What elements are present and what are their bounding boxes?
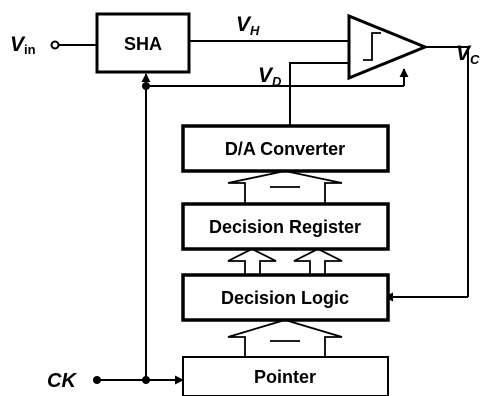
- register-label: Decision Register: [209, 217, 361, 237]
- logic-label: Decision Logic: [221, 288, 349, 308]
- vc-label: VC: [456, 42, 480, 67]
- vh-label: VH: [236, 13, 260, 38]
- dac-label: D/A Converter: [225, 139, 345, 159]
- vd-wire: [289, 62, 349, 126]
- sha-label: SHA: [124, 34, 162, 54]
- sha-block: [95, 12, 191, 74]
- vin-terminal: [50, 40, 60, 50]
- ck-label: CK: [47, 370, 77, 392]
- hysteresis-icon: [363, 32, 381, 61]
- dac-block: [181, 124, 390, 173]
- ck-terminal: [93, 376, 101, 384]
- vd-label: VD: [258, 64, 282, 89]
- ck-bus-junction-dot: [142, 82, 150, 90]
- bus-arrow-register-dac: [227, 170, 343, 205]
- vin-label: Vin: [10, 33, 36, 57]
- bus-arrow-pointer-logic: [227, 319, 343, 358]
- register-block: [181, 202, 390, 251]
- pointer-label: Pointer: [254, 367, 316, 387]
- bus-arrow-logic-register-2: [293, 247, 343, 276]
- bus-arrow-logic-register: [227, 247, 277, 276]
- comparator: [347, 13, 429, 81]
- pointer-block: [182, 356, 389, 396]
- ck-junction-dot: [142, 376, 150, 384]
